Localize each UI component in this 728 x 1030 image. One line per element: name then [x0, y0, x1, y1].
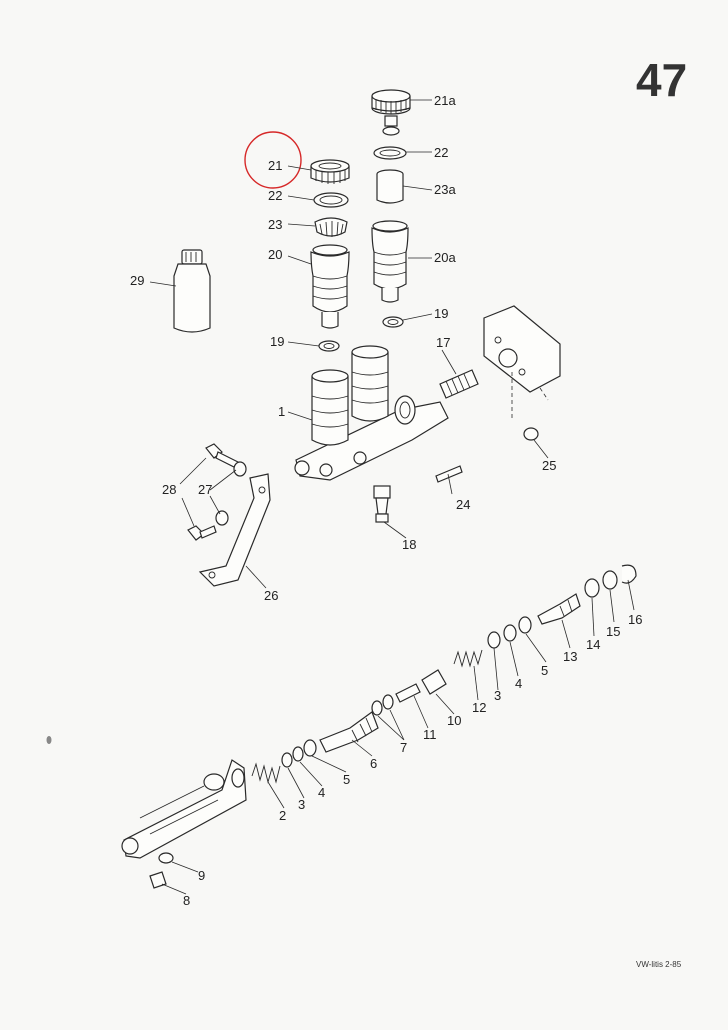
callout-28: 28 — [162, 482, 176, 497]
fluid-bottle-29 — [173, 249, 211, 333]
callout-4-lower: 4 — [318, 785, 325, 800]
piston-10 — [421, 669, 447, 695]
piston-13 — [537, 593, 581, 625]
bolt-8 — [149, 871, 167, 889]
callout-17: 17 — [436, 335, 450, 350]
bracket-26 — [198, 473, 271, 587]
callout-26: 26 — [264, 588, 278, 603]
callout-22-right: 22 — [434, 145, 448, 160]
callout-1: 1 — [278, 404, 285, 419]
reservoir-cap-21a — [371, 89, 411, 136]
callout-15: 15 — [606, 624, 620, 639]
washer-27-lower — [215, 510, 229, 526]
piston-6 — [319, 711, 379, 753]
ring-7a — [371, 700, 383, 716]
washer-27-upper — [233, 461, 247, 477]
leader-lines — [149, 99, 635, 895]
callout-29: 29 — [130, 273, 144, 288]
callout-21: 21 — [268, 158, 282, 173]
bulkhead-25 — [483, 305, 561, 441]
cylinder-body — [121, 759, 247, 859]
grommet-19-left — [318, 340, 340, 352]
seal-ring-22-left — [313, 192, 349, 208]
reservoir-cap-21 — [310, 159, 350, 184]
washer-3-lower — [281, 752, 293, 768]
callout-5-lower: 5 — [343, 772, 350, 787]
highlight-circle — [244, 131, 302, 189]
seal-5-lower — [303, 739, 317, 757]
cup-4-lower — [292, 746, 304, 762]
circlip-16 — [621, 564, 637, 584]
screw-24 — [435, 465, 463, 483]
seal-17 — [439, 369, 479, 399]
callout-27: 27 — [198, 482, 212, 497]
page-number: 47 — [636, 54, 687, 106]
callout-9: 9 — [198, 868, 205, 883]
master-cylinder-1 — [294, 345, 449, 481]
callout-23a: 23a — [434, 182, 456, 197]
ring-7b — [382, 694, 394, 710]
seal-ring-22-right — [373, 146, 407, 160]
callout-2: 2 — [279, 808, 286, 823]
cup-4-upper — [503, 624, 517, 642]
callout-14: 14 — [586, 637, 600, 652]
callout-24: 24 — [456, 497, 470, 512]
reservoir-20a — [371, 220, 409, 303]
callout-4-upper: 4 — [515, 676, 522, 691]
callout-19-right: 19 — [434, 306, 448, 321]
callout-13: 13 — [563, 649, 577, 664]
filter-23a — [376, 169, 404, 204]
callout-18: 18 — [402, 537, 416, 552]
washer-9 — [158, 852, 174, 864]
callout-8: 8 — [183, 893, 190, 908]
callout-11: 11 — [423, 727, 437, 742]
callout-3-lower: 3 — [298, 797, 305, 812]
callout-20: 20 — [268, 247, 282, 262]
callout-labels: 21a 22 23a 21 22 23 20 20a 29 19 19 17 1… — [130, 93, 642, 908]
washer-14 — [584, 578, 600, 598]
callout-7: 7 — [400, 740, 407, 755]
callout-19-left: 19 — [270, 334, 284, 349]
callout-3-upper: 3 — [494, 688, 501, 703]
callout-12: 12 — [472, 700, 486, 715]
callout-21a: 21a — [434, 93, 456, 108]
strainer-23 — [314, 217, 348, 237]
callout-16: 16 — [628, 612, 642, 627]
footer-text: VW-litis 2-85 — [636, 960, 682, 969]
grommet-19-right — [382, 316, 404, 328]
callout-23: 23 — [268, 217, 282, 232]
callout-5-upper: 5 — [541, 663, 548, 678]
seal-5-upper — [518, 616, 532, 634]
bolt-28-lower — [187, 525, 217, 541]
spring-2 — [251, 762, 281, 784]
callout-22-left: 22 — [268, 188, 282, 203]
washer-3-upper — [487, 631, 501, 649]
scan-smudge — [46, 736, 52, 744]
stop-ring-15 — [602, 570, 618, 590]
spring-12 — [453, 649, 483, 668]
callout-6: 6 — [370, 756, 377, 771]
reservoir-20 — [310, 244, 350, 329]
callout-20a: 20a — [434, 250, 456, 265]
callout-10: 10 — [447, 713, 461, 728]
stop-light-switch-18 — [373, 485, 391, 523]
bolt-28-upper — [205, 443, 239, 469]
pin-11 — [395, 683, 421, 703]
callout-25: 25 — [542, 458, 556, 473]
